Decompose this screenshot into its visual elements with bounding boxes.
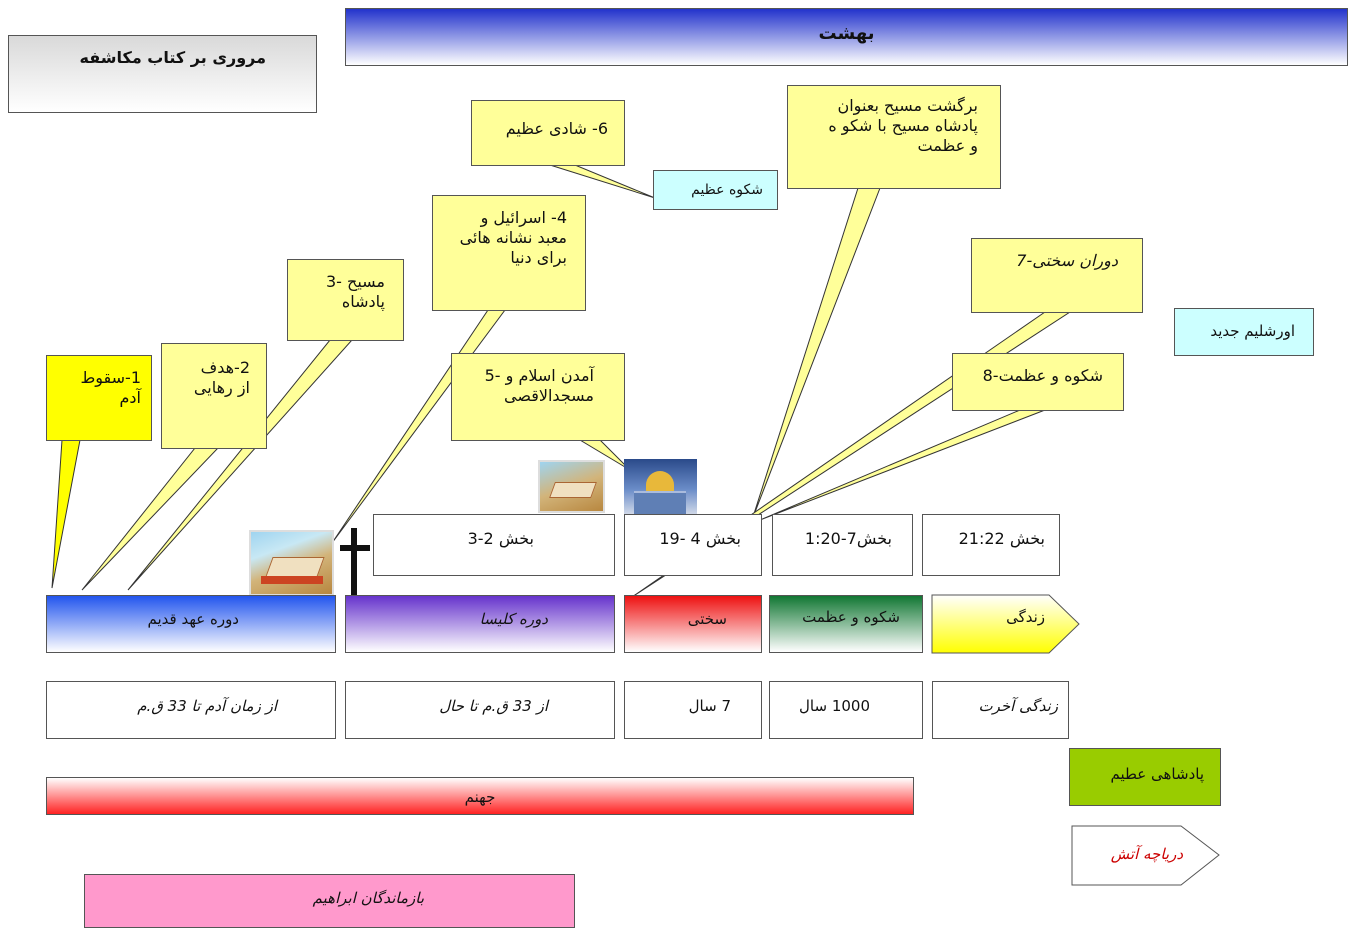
era-glory: شکوه و عظمت <box>769 595 923 653</box>
heaven-banner: بهشت <box>345 8 1348 66</box>
dome-of-rock-photo-icon <box>624 459 697 514</box>
callout-glory: شکوه و عظمت-8 <box>952 353 1124 411</box>
callout-great-joy: 6- شادی عظیم <box>471 100 625 166</box>
new-jerusalem-label: اورشلیم جدید <box>1174 308 1314 356</box>
era-old-testament: دوره عهد قدیم <box>46 595 336 653</box>
section-box-4-19: بخش 4 -19 <box>624 514 762 576</box>
period-7-years: 7 سال <box>624 681 762 739</box>
review-title-box: مروری بر کتاب مکاشفه <box>8 35 317 113</box>
lake-of-fire-arrow <box>1071 825 1220 886</box>
callout-fall-of-adam: 1-سقوط آدم <box>46 355 152 441</box>
kingdom-box: پادشاهی عطیم <box>1069 748 1221 806</box>
period-33bc-to-now: از 33 ق.م تا حال <box>345 681 615 739</box>
callout-messiah-king: مسیح -3 پادشاه <box>287 259 404 341</box>
hell-bar: جهنم <box>46 777 914 815</box>
section-box-20: بخش7-1:20 <box>772 514 913 576</box>
temple-photo-icon <box>249 530 334 596</box>
callout-return-of-christ: برگشت مسیح بعنوان پادشاه مسیح با شکو ه و… <box>787 85 1001 189</box>
descendants-of-abraham-box: بازماندگان ابراهیم <box>84 874 575 928</box>
temple-photo-icon-small <box>538 460 605 513</box>
callout-tribulation: دوران سختی-7 <box>971 238 1143 313</box>
section-box-2-3: بخش 2-3 <box>373 514 615 576</box>
callout-islam-aqsa: آمدن اسلام و -5 مسجدالاقصی <box>451 353 625 441</box>
glory-small-label: شکوه عظیم <box>653 170 778 210</box>
lake-of-fire-label: دریاچه آتش <box>1110 845 1183 863</box>
era-church: دوره کلیسا <box>345 595 615 653</box>
era-tribulation: سختی <box>624 595 762 653</box>
callout-purpose-of-salvation: 2-هدف از رهایی <box>161 343 267 449</box>
era-life-arrow <box>931 594 1080 654</box>
section-box-21-22: بخش 21:22 <box>922 514 1060 576</box>
period-1000-years: 1000 سال <box>769 681 923 739</box>
review-title: مروری بر کتاب مکاشفه <box>79 48 266 67</box>
cross-icon <box>340 528 370 606</box>
callout-israel-temple: 4- اسرائیل و معبد نشانه هائی برای دنیا <box>432 195 586 311</box>
period-adam-to-33bc: از زمان آدم تا 33 ق.م <box>46 681 336 739</box>
heaven-label: بهشت <box>818 23 875 44</box>
era-life-label: زندگی <box>1006 608 1045 626</box>
period-afterlife: زندگی آخرت <box>932 681 1069 739</box>
